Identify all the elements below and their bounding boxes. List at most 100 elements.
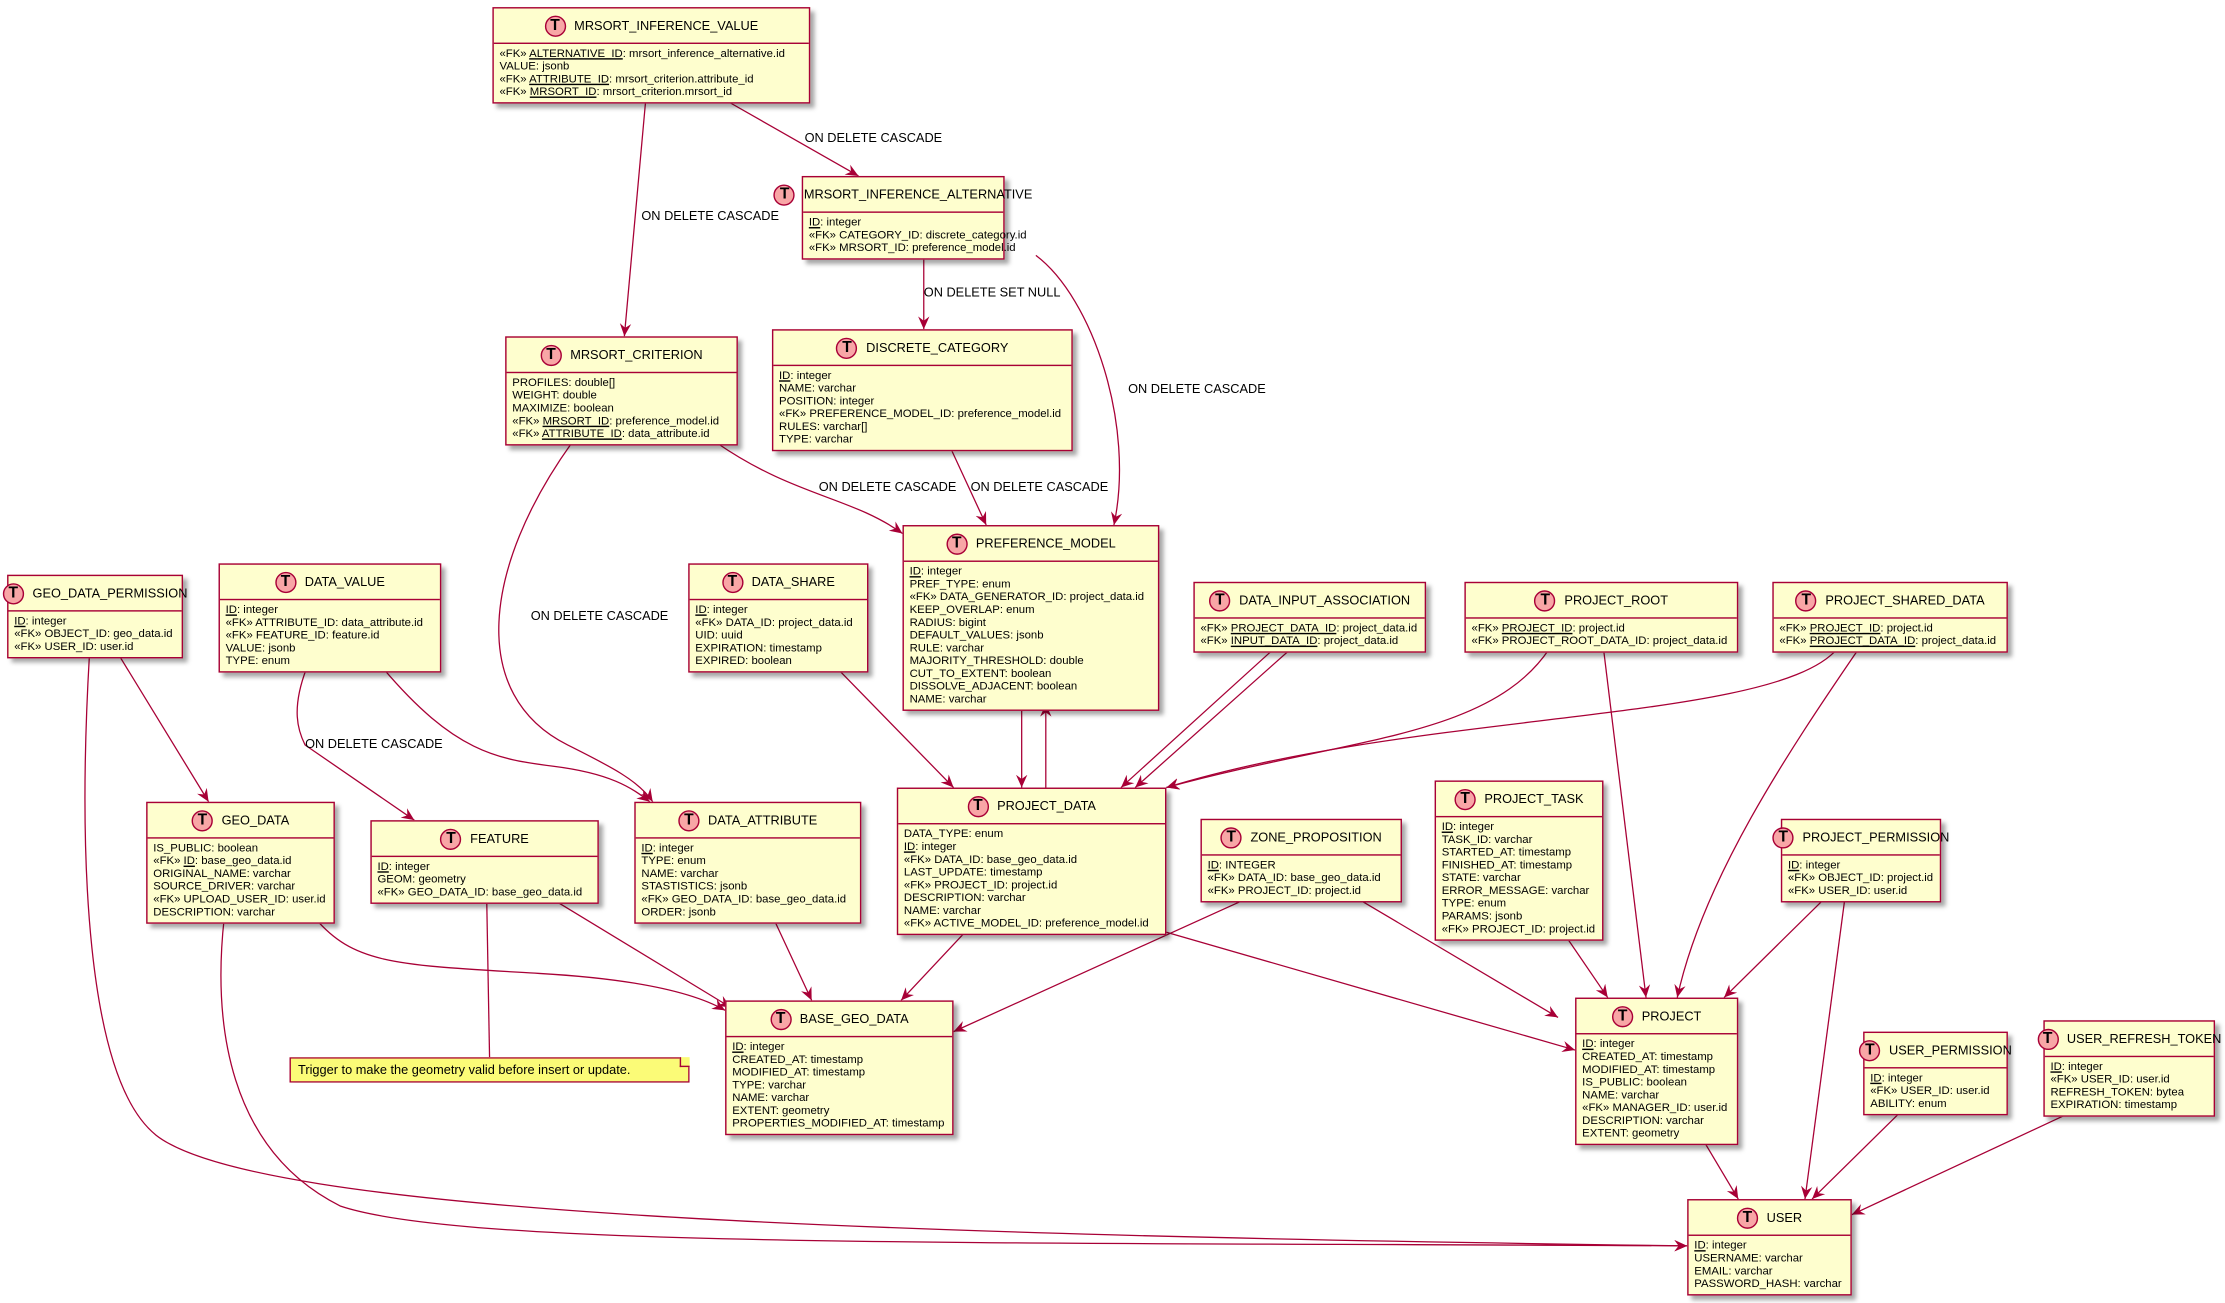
field-name: MAXIMIZE [512, 401, 568, 415]
table-badge-icon: T [540, 344, 562, 366]
table-badge-icon: T [774, 183, 796, 206]
field-name: ID [909, 564, 921, 578]
field-type: boolean [1036, 679, 1078, 693]
field-name: MRSORT_ID [839, 241, 906, 255]
field-type: varchar[] [823, 420, 868, 433]
table-title: PROJECT_DATA [997, 798, 1096, 814]
edge-dia-projectdata-2 [1134, 648, 1292, 789]
fk-marker: «FK» [1779, 634, 1807, 648]
edge-label: ON DELETE CASCADE [805, 130, 943, 145]
field-name: STASTISTICS [641, 879, 714, 893]
field-name: ACTIVE_MODEL_ID [933, 916, 1039, 930]
field-name: PROPERTIES_MODIFIED_AT [732, 1116, 886, 1130]
note-fold-corner [679, 1057, 690, 1068]
table-badge-icon: T [544, 14, 566, 37]
field-type: base_geo_data.id [1290, 871, 1381, 885]
field-type: base_geo_data.id [755, 892, 847, 906]
field-name: PROJECT_ID [1472, 922, 1543, 936]
field-type: user.id [1693, 1101, 1728, 1114]
table-field: ID: integer [1694, 1238, 1747, 1252]
table-field: EMAIL: varchar [1694, 1264, 1773, 1278]
table-title: USER_REFRESH_TOKEN [2066, 1031, 2222, 1046]
table-title: DATA_INPUT_ASSOCIATION [1239, 593, 1411, 608]
table-field: CREATED_AT: timestamp [1582, 1050, 1713, 1063]
fk-marker: «FK» [1471, 621, 1499, 635]
field-type: timestamp [892, 1116, 945, 1130]
edge-feature-basegeo [553, 899, 732, 1009]
field-name: USERNAME [1694, 1251, 1759, 1265]
table-field: NAME: varchar [641, 867, 719, 880]
field-type: user.id [1956, 1084, 1990, 1097]
field-type: varchar [1666, 1113, 1704, 1127]
field-name: DATA_TYPE [903, 827, 969, 841]
table-badge-icon: T [2037, 1028, 2059, 1050]
edge-value-feature [296, 668, 415, 821]
table-field: POSITION: integer [779, 394, 875, 408]
field-name: GEOM [377, 872, 413, 886]
field-type: preference_model.id [957, 407, 1062, 421]
field-type: preference_model.id [912, 241, 1016, 255]
field-name: UPLOAD_USER_ID [183, 892, 286, 906]
table-field: DESCRIPTION: varchar [153, 905, 276, 919]
field-type: mrsort_criterion.attribute_id [615, 72, 754, 86]
table-title: PROJECT_PERMISSION [1802, 830, 1950, 845]
field-name: ID [779, 368, 791, 382]
edge-dia-projectdata-1 [1120, 648, 1275, 789]
table-field: «FK» USER_ID: user.id [14, 639, 134, 653]
table-title: BASE_GEO_DATA [799, 1011, 909, 1026]
field-name: RULES [779, 420, 817, 433]
field-name: FINISHED_AT [1441, 858, 1514, 872]
table-field: TYPE: varchar [732, 1078, 807, 1092]
table-title: PROJECT_ROOT [1564, 593, 1669, 608]
field-type: base_geo_data.id [201, 854, 292, 868]
edge-root-project [1602, 648, 1651, 998]
field-type: varchar [771, 1091, 810, 1104]
field-type: integer [395, 859, 430, 873]
table-field: ID: integer [903, 840, 957, 853]
field-name: TASK_ID [1441, 832, 1489, 846]
table-fields: «FK» PROJECT_DATA_ID: project_data.id«FK… [1195, 619, 1425, 652]
table-field: «FK» USER_ID: user.id [1870, 1084, 1990, 1097]
table-field: «FK» PROJECT_ID: project.id [1779, 621, 1933, 635]
table-field: MAJORITY_THRESHOLD: double [909, 654, 1084, 667]
table-title: DATA_ATTRIBUTE [708, 813, 818, 828]
field-name: DESCRIPTION [903, 891, 982, 904]
fk-marker: «FK» [1787, 884, 1816, 897]
table-field: «FK» ACTIVE_MODEL_ID: preference_model.i… [903, 916, 1149, 930]
field-type: jsonb [542, 59, 570, 73]
table-field: PARAMS: jsonb [1441, 909, 1523, 923]
field-name: INPUT_DATA_ID [1230, 634, 1318, 648]
field-type: varchar [1734, 1264, 1773, 1278]
table-field: «FK» DATA_GENERATOR_ID: project_data.id [909, 590, 1145, 604]
field-name: EXPIRATION [695, 641, 764, 655]
field-type: varchar [1551, 884, 1590, 897]
field-name: NAME [909, 692, 943, 706]
field-name: MODIFIED_AT [732, 1065, 807, 1079]
edge-label: ON DELETE CASCADE [819, 479, 957, 494]
field-name: ID [1582, 1037, 1594, 1051]
fk-marker: «FK» [225, 615, 253, 629]
table-field: «FK» FEATURE_ID: feature.id [225, 628, 380, 642]
field-name: RADIUS [909, 615, 953, 629]
field-type: discrete_category.id [925, 228, 1027, 242]
fk-marker: «FK» [14, 639, 42, 653]
table-field: EXTENT: geometry [732, 1103, 830, 1117]
table-field: VALUE: jsonb [499, 59, 570, 73]
field-type: user.id [1873, 884, 1908, 897]
edge-miv-criterion [619, 100, 647, 337]
field-name: DATA_ID [1237, 871, 1285, 885]
field-name: PARAMS [1441, 909, 1489, 923]
field-name: MODIFIED_AT [1582, 1062, 1657, 1076]
field-name: PROJECT_DATA_ID [1809, 634, 1916, 648]
